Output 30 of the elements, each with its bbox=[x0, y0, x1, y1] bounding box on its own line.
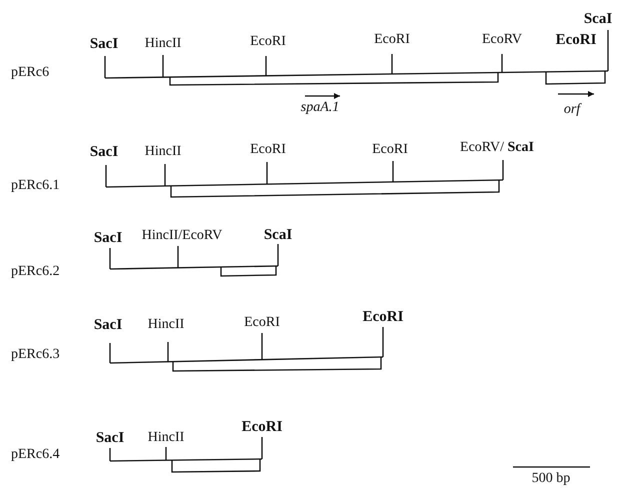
restriction-site-label: HincII bbox=[144, 144, 182, 160]
restriction-site-label: SacI bbox=[90, 144, 118, 160]
restriction-site-label: SacI bbox=[94, 230, 122, 246]
restriction-site-label: EcoRI bbox=[362, 309, 404, 325]
gene-label: orf bbox=[564, 102, 580, 118]
restriction-site-label: EcoRV bbox=[482, 32, 522, 48]
restriction-site-label: HincII bbox=[148, 317, 184, 333]
restriction-site-label: EcoRV/ ScaI bbox=[460, 140, 534, 156]
restriction-site-label: HincII bbox=[148, 430, 184, 446]
restriction-site-label: ScaI bbox=[584, 11, 612, 27]
restriction-site-label: SacI bbox=[90, 36, 118, 52]
restriction-site-label: EcoRI bbox=[374, 32, 410, 48]
scale-label: 500 bp bbox=[532, 471, 570, 487]
restriction-site-label: EcoRI bbox=[250, 142, 286, 158]
restriction-site-label: SacI bbox=[96, 430, 124, 446]
construct-name: pERc6.3 bbox=[11, 347, 60, 363]
restriction-site-label: HincII/EcoRV bbox=[142, 228, 222, 244]
restriction-site-label: EcoRI bbox=[556, 32, 596, 48]
construct-name: pERc6.2 bbox=[11, 264, 60, 280]
restriction-site-label: EcoRI bbox=[242, 419, 282, 435]
restriction-site-label: SacI bbox=[94, 317, 122, 333]
restriction-site-label: EcoRI bbox=[372, 142, 408, 158]
restriction-site-label: EcoRI bbox=[250, 34, 286, 50]
restriction-site-label: ScaI bbox=[264, 227, 292, 243]
construct-name: pERc6 bbox=[11, 65, 50, 81]
construct-name: pERc6.4 bbox=[11, 447, 60, 463]
gene-label: spaA.1 bbox=[300, 100, 340, 116]
construct-name: pERc6.1 bbox=[11, 178, 60, 194]
restriction-site-label: HincII bbox=[144, 36, 182, 52]
restriction-site-label: EcoRI bbox=[244, 315, 280, 331]
